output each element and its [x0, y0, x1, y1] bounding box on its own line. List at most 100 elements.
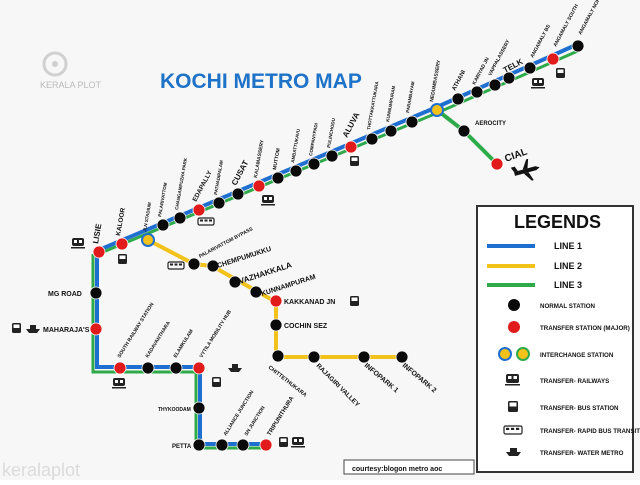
label-tripunithura: TRIPUNITHURA [267, 395, 296, 437]
label-athani: ATHANI [451, 69, 467, 92]
legend-dot-normal [508, 299, 520, 311]
station-infopark1[interactable] [357, 350, 371, 364]
station-cusat[interactable] [231, 187, 245, 201]
label-kaloor: KALOOR [115, 207, 127, 236]
rapid-bus-icon [167, 261, 185, 270]
boat-icon [228, 364, 242, 372]
label-mg-road: MG ROAD [48, 291, 82, 298]
station-petta[interactable] [192, 438, 206, 452]
legend-label-line3: LINE 3 [554, 280, 582, 290]
label-chempumukku: CHEMPUMUKKU [216, 246, 272, 270]
station-ambattukavu[interactable] [289, 164, 303, 178]
label-kalamassery: KALAMASSERY [253, 139, 266, 179]
label-parambayam: PARAMBAYAM [405, 81, 415, 113]
map-transfer-icons [12, 68, 565, 448]
station-cial[interactable] [490, 157, 504, 171]
station-maharajas[interactable] [89, 322, 103, 336]
legend-row-interchange: INTERCHANGE STATION [498, 347, 614, 361]
station-kunnumpuram[interactable] [384, 124, 398, 138]
station-muttom[interactable] [271, 171, 285, 185]
station-angamaly-bs[interactable] [523, 61, 537, 75]
label-palarivattom: PALARIVATTOM [157, 182, 168, 217]
station-vytila[interactable] [192, 361, 206, 375]
station-changampuzha[interactable] [173, 211, 187, 225]
label-angamaly-bs: ANGAMALY BS [529, 23, 552, 59]
station-kariyad[interactable] [470, 85, 484, 99]
legend-label-line1: LINE 1 [554, 241, 582, 251]
label-aerocity: AEROCITY [475, 121, 506, 127]
legend-row-bus: TRANSFER- BUS STATION [508, 401, 619, 412]
station-chittethukara[interactable] [271, 349, 285, 363]
station-palarivattom-bypass[interactable] [187, 257, 201, 271]
station-kakkanad[interactable] [269, 294, 283, 308]
label-edapally: EDAPALLY [192, 169, 214, 203]
label-aluva: ALUVA [341, 111, 362, 139]
station-nedumbassery[interactable] [430, 103, 444, 117]
label-infopark1: INFOPARK 1 [363, 362, 400, 394]
bus-icon [508, 401, 518, 412]
station-cochin-sez[interactable] [269, 318, 283, 332]
station-sn-junction[interactable] [236, 438, 250, 452]
station-tripunithura[interactable] [259, 438, 273, 452]
label-infopark2: INFOPARK 2 [401, 362, 438, 394]
station-edapally[interactable] [192, 203, 206, 217]
legend-label-rapid: TRANSFER- RAPID BUS TRANSIT [540, 428, 640, 435]
legend-label-transfer: TRANSFER STATION (MAJOR) [540, 325, 630, 332]
credit-text: courtesy:blogon metro aoc [352, 466, 442, 473]
legend-row-normal: NORMAL STATION [508, 299, 596, 311]
label-cusat: CUSAT [230, 159, 251, 187]
label-maharajas: MAHARAJA'S [43, 327, 90, 334]
station-aluva[interactable] [344, 140, 358, 154]
station-vappalassery[interactable] [488, 78, 502, 92]
station-rajagiri[interactable] [307, 350, 321, 364]
station-vazhakkala[interactable] [228, 275, 242, 289]
station-jln-stadium[interactable] [141, 233, 155, 247]
station-angamaly-south[interactable] [546, 52, 560, 66]
station-kadavanthara[interactable] [141, 361, 155, 375]
station-mg-road[interactable] [89, 286, 103, 300]
watermark-pin-icon [42, 51, 68, 77]
train-icon [291, 437, 305, 448]
legend-label-normal: NORMAL STATION [540, 303, 596, 310]
station-alliance-jn[interactable] [215, 438, 229, 452]
station-kaloor[interactable] [115, 237, 129, 251]
station-angamaly-north[interactable] [571, 39, 585, 53]
station-thykoodam[interactable] [192, 401, 206, 415]
station-chempumukku[interactable] [206, 259, 220, 273]
train-icon [71, 238, 85, 249]
station-elamkulam[interactable] [169, 361, 183, 375]
label-sn-junction: SN JUNCTION [244, 405, 267, 437]
station-kunnampuram[interactable] [249, 285, 263, 299]
label-thykoodam: THYKOODAM [158, 407, 191, 413]
station-athani[interactable] [451, 92, 465, 106]
label-kunnampuram: KUNNAMPURAM [260, 274, 316, 298]
station-parambayam[interactable] [405, 115, 419, 129]
legend-label-interchange: INTERCHANGE STATION [540, 352, 614, 359]
label-kunnumpuram: KUNNUMPURAM [385, 85, 396, 122]
station-kalamassery[interactable] [252, 179, 266, 193]
label-thottakkattukara: THOTTAKKATTUKARA [366, 80, 380, 130]
legend-row-railways: TRANSFER- RAILWAYS [505, 374, 609, 386]
label-lisie: LISIE [91, 222, 103, 244]
station-infopark2[interactable] [395, 350, 409, 364]
station-south-railway[interactable] [113, 361, 127, 375]
train-icon [531, 78, 545, 89]
legend-heading: LEGENDS [514, 212, 601, 232]
train-icon [112, 378, 126, 389]
station-aerocity[interactable] [457, 124, 471, 138]
label-kadavanthara: KADAVANTHARA [145, 320, 172, 359]
station-companypadi[interactable] [307, 157, 321, 171]
station-telk[interactable] [502, 71, 516, 85]
station-thottakkattukara[interactable] [365, 132, 379, 146]
rapid-bus-icon [197, 217, 215, 226]
station-pulinchodu[interactable] [325, 149, 339, 163]
legend-dot-interchange [498, 347, 512, 361]
station-lisie[interactable] [92, 245, 106, 259]
label-vytila: VYTILA MOBILITY HUB [199, 309, 233, 359]
station-palarivattom[interactable] [156, 218, 170, 232]
boat-icon [26, 325, 40, 333]
legend-label-water: TRANSFER- WATER METRO [540, 450, 624, 457]
station-pathadipalam[interactable] [212, 196, 226, 210]
